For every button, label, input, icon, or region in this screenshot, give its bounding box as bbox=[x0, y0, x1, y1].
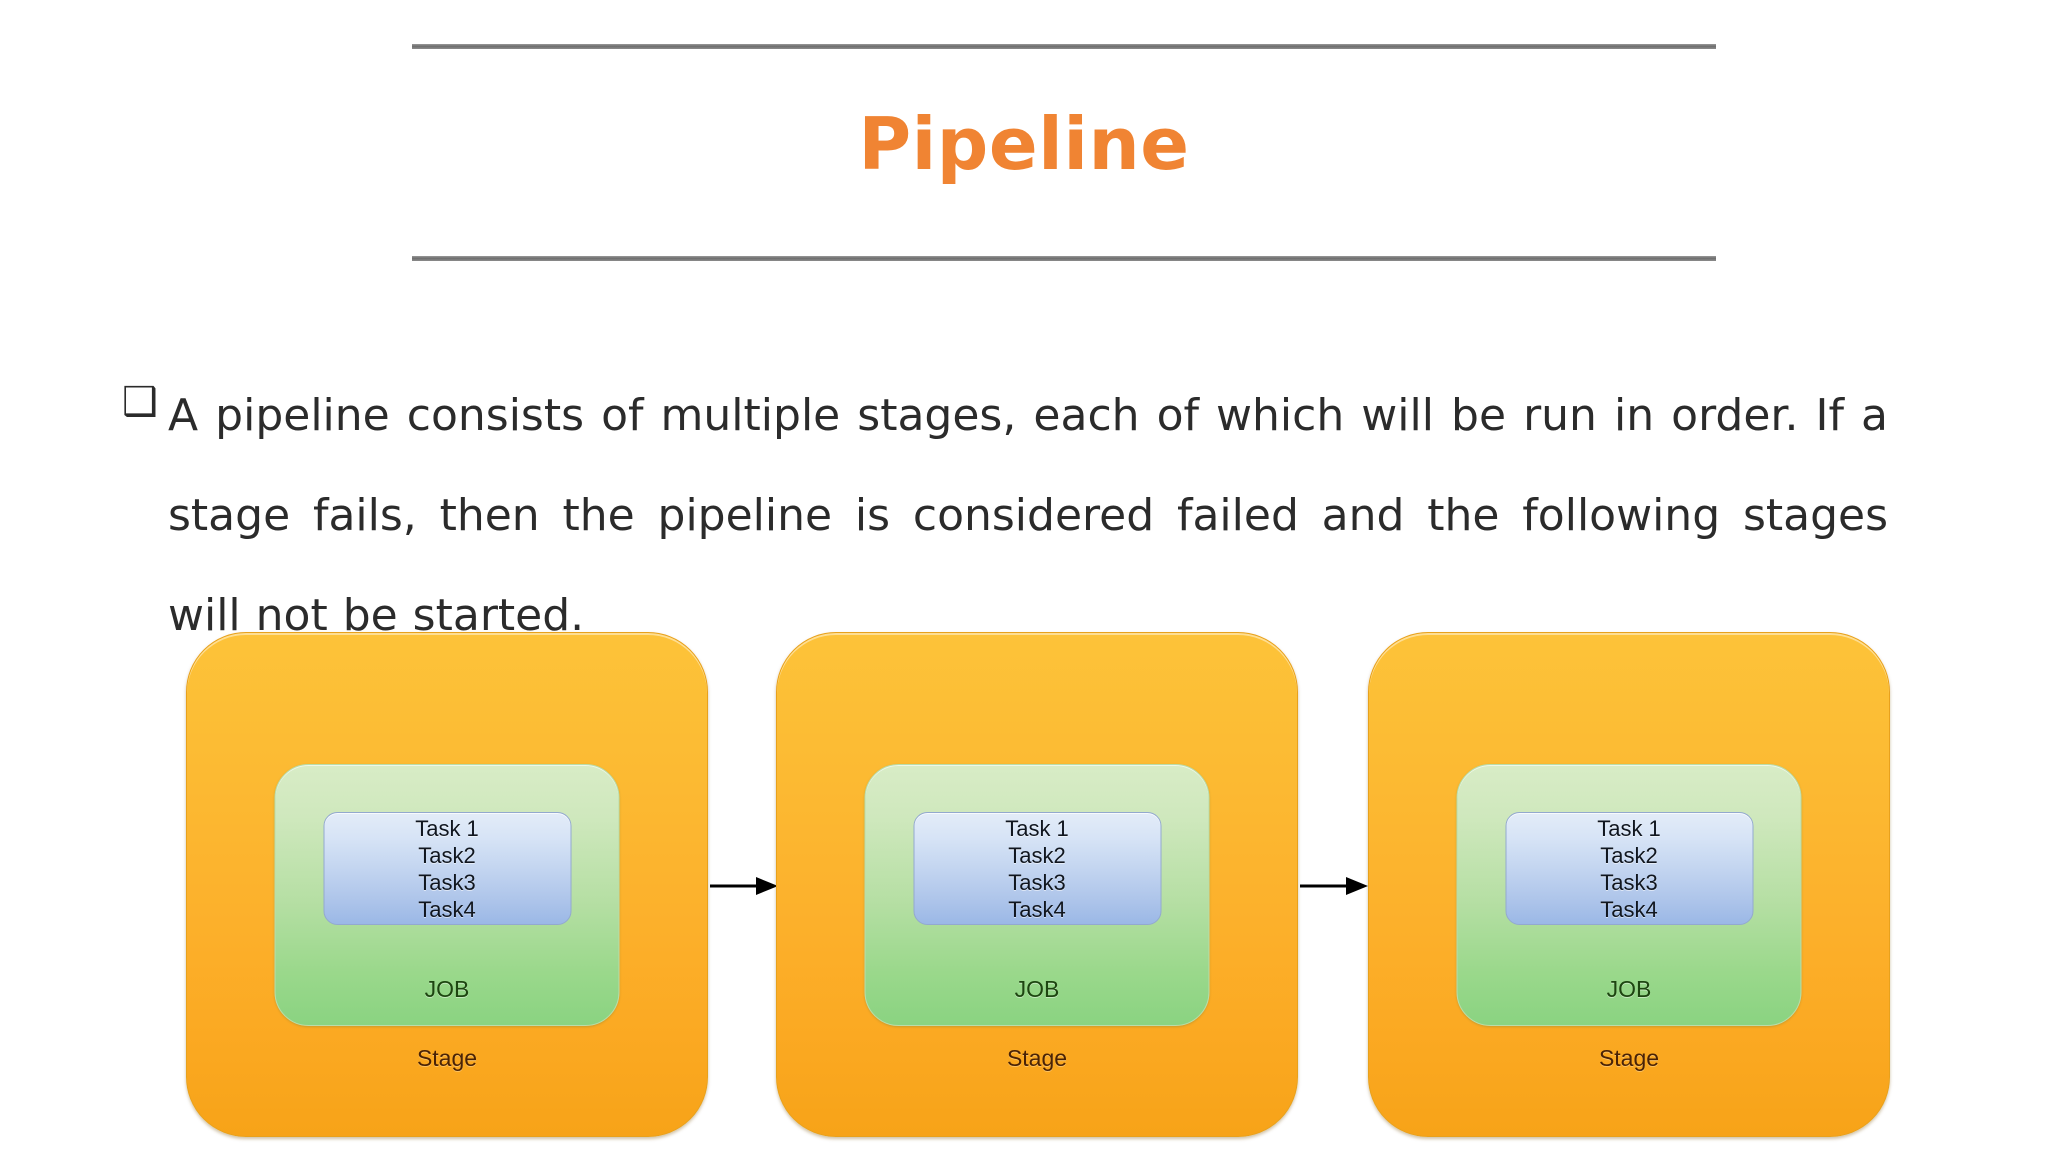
page-title: Pipeline bbox=[858, 102, 1190, 186]
task-box-3: Task 1 Task2 Task3 Task4 bbox=[1505, 812, 1753, 925]
task-line: Task2 bbox=[1008, 842, 1066, 868]
title-rule-bottom bbox=[412, 256, 1716, 261]
hollow-square-bullet-icon: ❑ bbox=[122, 379, 158, 425]
job-label: JOB bbox=[1014, 976, 1060, 1002]
task-box-2: Task 1 Task2 Task3 Task4 bbox=[913, 812, 1161, 925]
job-box-1: Task 1 Task2 Task3 Task4 JOB bbox=[274, 764, 620, 1026]
task-line: Task3 bbox=[1600, 869, 1658, 895]
task-line: Task4 bbox=[1600, 896, 1658, 922]
title-rule-top bbox=[412, 44, 1716, 49]
job-box-3: Task 1 Task2 Task3 Task4 JOB bbox=[1456, 764, 1802, 1026]
stage-box-1: Task 1 Task2 Task3 Task4 JOB Stage bbox=[186, 632, 708, 1137]
job-box-2: Task 1 Task2 Task3 Task4 JOB bbox=[864, 764, 1210, 1026]
task-line: Task 1 bbox=[1005, 815, 1069, 841]
task-line: Task3 bbox=[1008, 869, 1066, 895]
stage-label: Stage bbox=[1006, 1045, 1068, 1071]
arrow-stage1-to-stage2-icon bbox=[710, 874, 778, 898]
stage-label: Stage bbox=[416, 1045, 478, 1071]
task-line: Task2 bbox=[1600, 842, 1658, 868]
bullet-text: A pipeline consists of multiple stages, … bbox=[168, 390, 1888, 641]
stage-box-3: Task 1 Task2 Task3 Task4 JOB Stage bbox=[1368, 632, 1890, 1137]
task-line: Task4 bbox=[418, 896, 476, 922]
stage-box-2: Task 1 Task2 Task3 Task4 JOB Stage bbox=[776, 632, 1298, 1137]
pipeline-diagram: Task 1 Task2 Task3 Task4 JOB Stage Task … bbox=[0, 632, 2048, 1152]
task-line: Task4 bbox=[1008, 896, 1066, 922]
job-label: JOB bbox=[1606, 976, 1652, 1002]
arrow-stage2-to-stage3-icon bbox=[1300, 874, 1368, 898]
task-line: Task 1 bbox=[1597, 815, 1661, 841]
stage-label: Stage bbox=[1598, 1045, 1660, 1071]
job-label: JOB bbox=[424, 976, 470, 1002]
task-line: Task2 bbox=[418, 842, 476, 868]
task-box-1: Task 1 Task2 Task3 Task4 bbox=[323, 812, 571, 925]
task-line: Task 1 bbox=[415, 815, 479, 841]
task-line: Task3 bbox=[418, 869, 476, 895]
bullet-item: ❑ A pipeline consists of multiple stages… bbox=[122, 366, 1982, 666]
